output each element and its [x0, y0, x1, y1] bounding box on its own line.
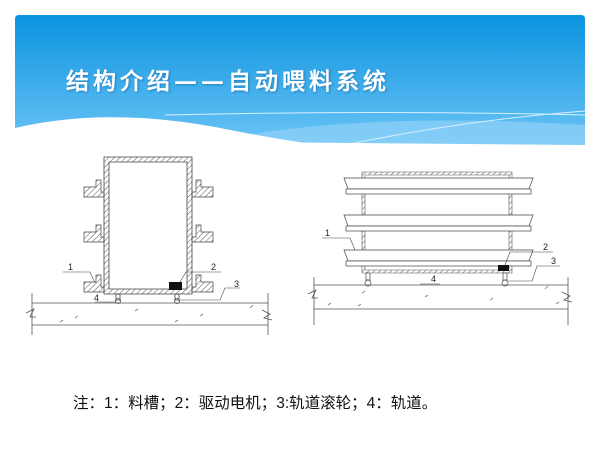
ground-slab [25, 293, 273, 335]
label-3: 3 [551, 256, 556, 266]
rail-wheels [115, 293, 180, 304]
label-4: 4 [94, 293, 99, 303]
drive-motor [169, 282, 182, 290]
leader-lines [63, 271, 240, 303]
slide-title: 结构介绍——自动喂料系统 [66, 68, 390, 95]
ground-slab [307, 277, 573, 325]
drive-motor [498, 265, 509, 271]
label-2: 2 [211, 262, 216, 272]
trough-rails [343, 177, 534, 267]
label-4: 4 [431, 274, 436, 284]
trough-body [103, 156, 193, 295]
side-brackets [83, 179, 214, 293]
header-banner [15, 15, 585, 145]
diagram-front-view: 1 2 3 4 [25, 156, 273, 335]
label-1: 1 [68, 262, 73, 272]
rail-wheels [364, 272, 509, 287]
diagram-side-view: 1 2 3 4 [307, 171, 573, 325]
figure-caption: 注：1：料槽；2：驱动电机；3:轨道滚轮；4：轨道。 [73, 395, 438, 412]
label-3: 3 [234, 279, 239, 289]
leader-lines [322, 237, 560, 285]
label-1: 1 [325, 228, 330, 238]
label-2: 2 [543, 242, 548, 252]
